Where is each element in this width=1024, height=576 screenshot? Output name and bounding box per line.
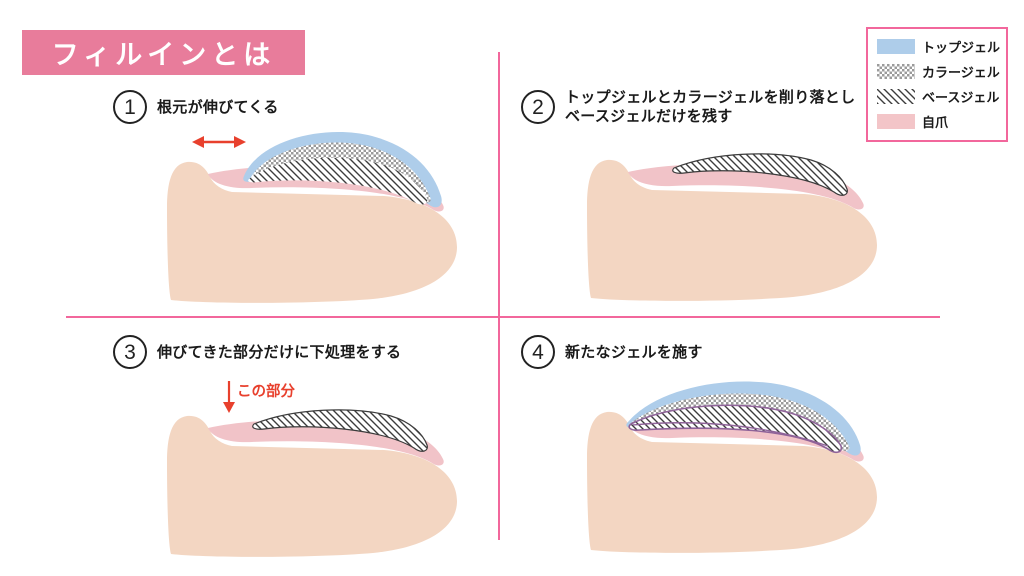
legend-row-natural-nail: 自爪: [877, 112, 997, 131]
regrowth-gap-arrow-icon: [192, 136, 246, 148]
step-4-illustration: [587, 381, 877, 553]
legend-row-base-gel: ベースジェル: [877, 87, 1000, 106]
step-3-illustration: この部分: [167, 381, 457, 557]
legend-label-top-gel: トップジェル: [922, 40, 1001, 55]
base-gel-layer: [252, 409, 428, 452]
step-3-caption: 伸びてきた部分だけに下処理をする: [157, 344, 402, 361]
step-4-number: 4: [521, 335, 555, 369]
base-gel-layer: [672, 153, 848, 196]
legend-row-top-gel: トップジェル: [877, 37, 1001, 56]
natural-nail-swatch-icon: [877, 114, 915, 129]
step-4-caption: 新たなジェルを施す: [565, 344, 703, 361]
vertical-divider: [498, 52, 500, 540]
this-part-annotation: この部分: [237, 382, 295, 400]
step-2-illustration: [587, 153, 877, 301]
step-2-number: 2: [521, 90, 555, 124]
page-title: フィルインとは: [22, 30, 305, 75]
step-2-caption-line1: トップジェルとカラージェルを削り落とし: [565, 89, 856, 106]
legend-label-natural-nail: 自爪: [922, 115, 949, 130]
legend: トップジェル カラージェル ベースジェル 自爪: [866, 27, 1008, 142]
old-base-gel-outline: [632, 422, 829, 447]
page-title-text: フィルインとは: [51, 40, 276, 70]
legend-label-base-gel: ベースジェル: [922, 90, 1000, 105]
step-1-number: 1: [113, 90, 147, 124]
step-3-number: 3: [113, 335, 147, 369]
this-part-arrow-icon: [223, 381, 235, 413]
base-gel-layer: [248, 157, 428, 205]
step-1-caption: 根元が伸びてくる: [157, 99, 279, 116]
step-2-caption-line2: ベースジェルだけを残す: [565, 108, 733, 125]
legend-label-color-gel: カラージェル: [922, 65, 1000, 80]
step-2-caption: トップジェルとカラージェルを削り落とし ベースジェルだけを残す: [565, 88, 855, 126]
horizontal-divider: [66, 316, 940, 318]
top-gel-swatch-icon: [877, 39, 915, 54]
step-1-illustration: [167, 132, 457, 303]
color-gel-swatch-icon: [877, 64, 915, 79]
legend-row-color-gel: カラージェル: [877, 62, 1000, 81]
base-gel-layer: [628, 404, 843, 454]
base-gel-swatch-icon: [877, 89, 915, 104]
